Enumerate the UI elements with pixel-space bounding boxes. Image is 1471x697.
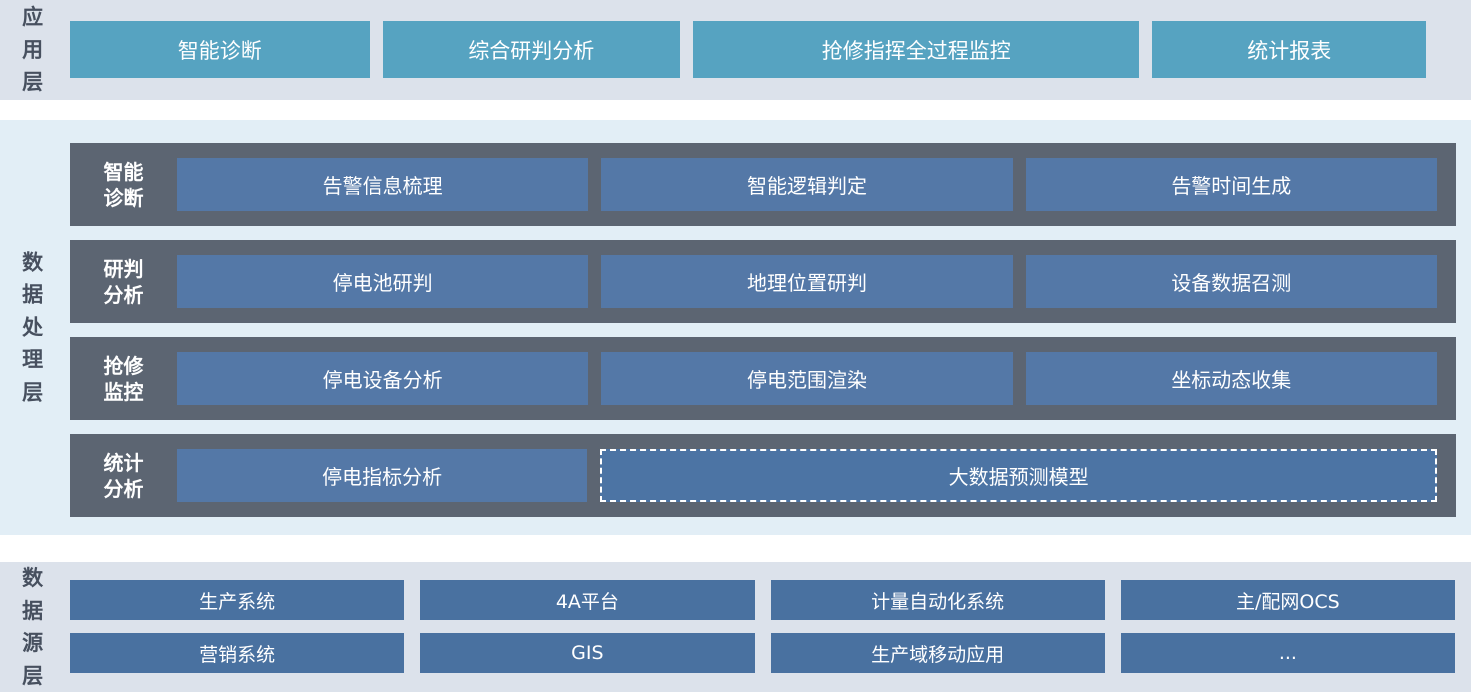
proc-box-alarm-info-sorting: 告警信息梳理: [177, 158, 589, 211]
row-label: 研判 分析: [103, 256, 144, 307]
source-box-production-mobile-app: 生产域移动应用: [770, 633, 1105, 673]
application-layer-items: 智能诊断 综合研判分析 抢修指挥全过程监控 统计报表: [70, 21, 1426, 78]
processing-rows: 智能 诊断 告警信息梳理 智能逻辑判定 告警时间生成 研判 分析 停电池研判 地…: [70, 143, 1456, 517]
source-box-gis: GIS: [420, 633, 755, 673]
proc-box-outage-range-rendering: 停电范围渲染: [601, 352, 1013, 405]
row-label: 抢修 监控: [103, 353, 144, 404]
app-box-statistical-reports: 统计报表: [1152, 21, 1426, 78]
application-layer-label: 应用层: [22, 5, 44, 95]
data-processing-layer-label: 数据处理层: [22, 250, 44, 405]
row-label: 智能 诊断: [103, 159, 144, 210]
processing-row-intelligent-diagnosis: 智能 诊断 告警信息梳理 智能逻辑判定 告警时间生成: [70, 143, 1456, 226]
data-source-items: 生产系统 4A平台 计量自动化系统 主/配网OCS 营销系统 GIS 生产域移动…: [70, 580, 1455, 673]
proc-box-outage-device-analysis: 停电设备分析: [177, 352, 589, 405]
row-label: 统计 分析: [103, 450, 144, 501]
source-box-ellipsis: ...: [1120, 633, 1455, 673]
app-box-repair-command-monitoring: 抢修指挥全过程监控: [693, 21, 1140, 78]
app-box-comprehensive-analysis: 综合研判分析: [382, 21, 681, 78]
proc-box-coordinate-dynamic-collection: 坐标动态收集: [1025, 352, 1437, 405]
proc-box-bigdata-prediction-model: 大数据预测模型: [600, 449, 1437, 502]
proc-box-device-data-retrieval: 设备数据召测: [1025, 255, 1437, 308]
source-box-4a-platform: 4A平台: [420, 580, 755, 620]
source-box-marketing-system: 营销系统: [70, 633, 405, 673]
source-box-main-distribution-ocs: 主/配网OCS: [1120, 580, 1455, 620]
application-layer-band: 应用层 智能诊断 综合研判分析 抢修指挥全过程监控 统计报表: [0, 0, 1471, 100]
proc-box-outage-indicator-analysis: 停电指标分析: [177, 449, 588, 502]
data-processing-layer-band: 数据处理层 智能 诊断 告警信息梳理 智能逻辑判定 告警时间生成 研判 分析 停…: [0, 120, 1471, 535]
data-source-layer-label: 数据源层: [22, 565, 44, 688]
processing-row-judgment-analysis: 研判 分析 停电池研判 地理位置研判 设备数据召测: [70, 240, 1456, 323]
processing-row-statistical-analysis: 统计 分析 停电指标分析 大数据预测模型: [70, 434, 1456, 517]
proc-box-alarm-time-generation: 告警时间生成: [1025, 158, 1437, 211]
source-box-production-system: 生产系统: [70, 580, 405, 620]
data-source-layer-band: 数据源层 生产系统 4A平台 计量自动化系统 主/配网OCS 营销系统 GIS …: [0, 562, 1471, 692]
proc-box-intelligent-logic-judgment: 智能逻辑判定: [601, 158, 1013, 211]
proc-box-geolocation-judgment: 地理位置研判: [601, 255, 1013, 308]
proc-box-outage-judgment: 停电池研判: [177, 255, 589, 308]
app-box-intelligent-diagnosis: 智能诊断: [70, 21, 370, 78]
source-box-metering-automation-system: 计量自动化系统: [770, 580, 1105, 620]
processing-row-repair-monitoring: 抢修 监控 停电设备分析 停电范围渲染 坐标动态收集: [70, 337, 1456, 420]
